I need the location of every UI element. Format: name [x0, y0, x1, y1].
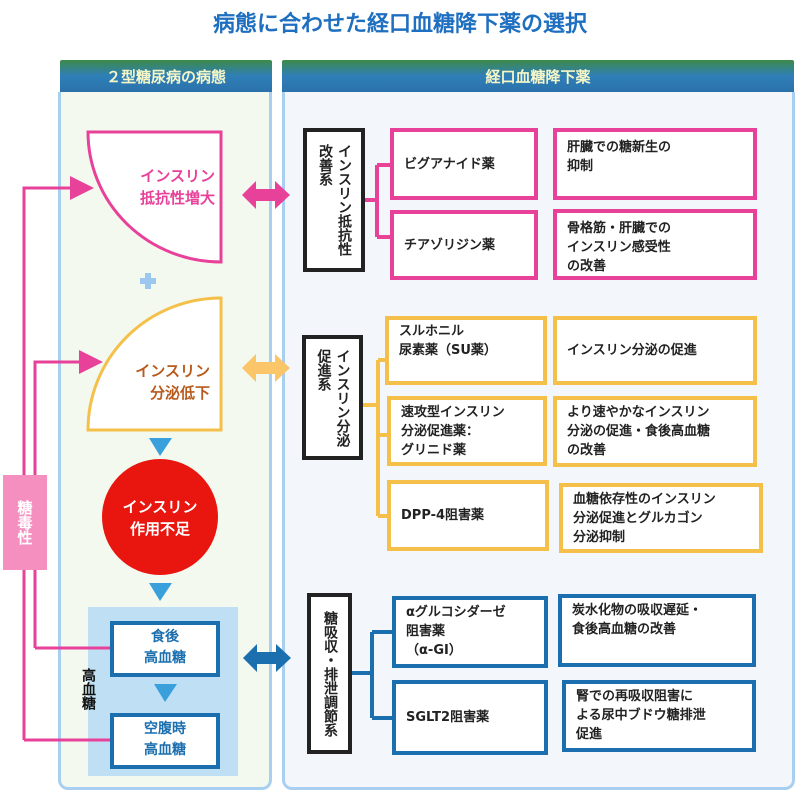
category-insulin-secretion: インスリン分泌 促進系 [302, 335, 363, 460]
drug-biguanide: ビグアナイド薬 [390, 128, 538, 200]
resistance-shape [86, 130, 223, 264]
down-arrow-icon [149, 438, 172, 456]
secretion-label: インスリン 分泌低下 [135, 362, 210, 402]
double-arrow-yellow-icon [242, 354, 290, 382]
down-arrow-icon [149, 583, 172, 601]
glucotoxicity-box: 糖毒性 [3, 475, 47, 570]
effect-biguanide: 肝臓での糖新生の 抑制 [553, 128, 757, 200]
left-header: ２型糖尿病の病態 [60, 60, 272, 95]
drug-glinide: 速攻型インスリン 分泌促進薬： グリニド薬 [387, 396, 547, 466]
drug-dpp4: DPP-4阻害薬 [387, 480, 549, 551]
down-arrow-icon [154, 684, 177, 702]
right-header: 経口血糖降下薬 [282, 60, 794, 95]
fasting-box: 空腹時 高血糖 [110, 713, 220, 769]
tree-connectors [352, 163, 392, 720]
effect-agi: 炭水化物の吸収遅延・ 食後高血糖の改善 [558, 594, 756, 667]
effect-sglt2: 腎での再吸収阻害に よる尿中ブドウ糖排泄 促進 [562, 680, 756, 752]
drug-thiazolidine: チアゾリジン薬 [390, 210, 538, 280]
category-absorption-excretion: 糖吸収・排泄調節系 [307, 593, 352, 754]
effect-glinide: より速やかなインスリン 分泌の促進・食後高血糖 の改善 [553, 396, 757, 467]
deficiency-label: インスリン 作用不足 [122, 498, 198, 538]
double-arrow-pink-icon [242, 181, 290, 209]
double-arrow-blue-icon [243, 644, 291, 672]
resistance-label: インスリン 抵抗性増大 [139, 167, 215, 207]
postprandial-box: 食後 高血糖 [110, 621, 220, 677]
plus-icon [140, 273, 156, 289]
hyperglycemia-label: 高血糖 [80, 668, 96, 710]
effect-thiazolidine: 骨格筋・肝臓での インスリン感受性 の改善 [553, 209, 757, 280]
page-title: 病態に合わせた経口血糖降下薬の選択 [212, 12, 587, 37]
effect-su: インスリン分泌の促進 [553, 316, 757, 385]
deficiency-circle [102, 459, 218, 575]
drug-su: スルホニル 尿素薬（SU薬） [385, 316, 547, 385]
effect-dpp4: 血糖依存性のインスリン 分泌促進とグルカゴン 分泌抑制 [559, 483, 763, 553]
category-insulin-resistance: インスリン抵抗性 改善系 [303, 128, 365, 272]
drug-sglt2: SGLT2阻害薬 [392, 680, 548, 755]
secretion-shape [86, 296, 223, 432]
drug-agi: αグルコシダーゼ 阻害薬 （α-GI） [392, 596, 548, 668]
